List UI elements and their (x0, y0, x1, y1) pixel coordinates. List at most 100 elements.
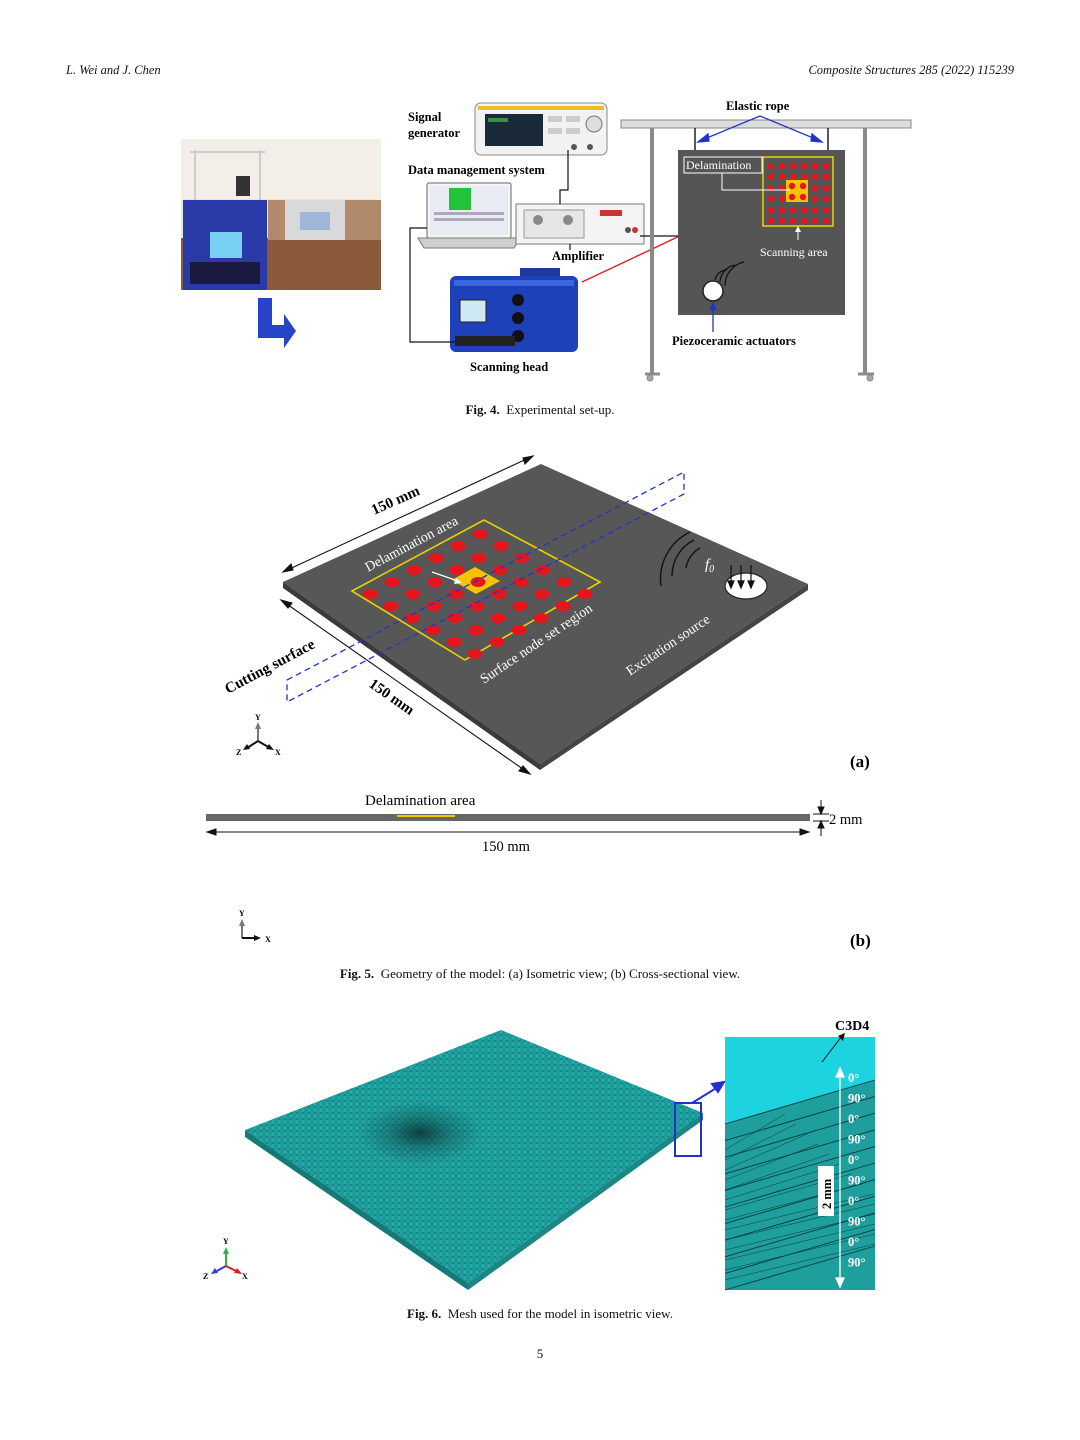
scan-point (822, 217, 830, 225)
mesh-edge (724, 1123, 797, 1161)
ply-orientation-label: 0° (848, 1194, 859, 1208)
svg-text:Z: Z (203, 1272, 208, 1281)
surface-node-dot (556, 577, 572, 587)
scan-point (822, 173, 830, 181)
scan-point (822, 195, 830, 203)
surface-node-dot (406, 565, 422, 575)
surface-node-dot (468, 625, 484, 635)
scan-point (811, 184, 819, 192)
surface-node-dot (535, 565, 551, 575)
lab-photo (181, 139, 381, 290)
ply-orientation-label: 90° (848, 1215, 866, 1229)
surface-node-dot (449, 565, 465, 575)
f0-label: f0 (705, 557, 714, 575)
surface-node-dot (471, 553, 487, 563)
mesh-edge (724, 1203, 876, 1241)
ply-boundary (724, 1129, 876, 1175)
mesh-edge (724, 1153, 830, 1191)
scan-point (800, 217, 808, 225)
delam-scan-point (788, 193, 796, 201)
surface-node-dot (493, 541, 509, 551)
support-frame (620, 119, 912, 382)
label-data-management: Data management system (408, 163, 545, 177)
scan-point (767, 173, 775, 181)
ply-orientation-label: 90° (848, 1256, 866, 1270)
scan-point (811, 195, 819, 203)
amplifier-device (515, 203, 645, 245)
scan-point (789, 173, 797, 181)
dimension-arrows (279, 455, 535, 776)
label-signal-generator-2: generator (408, 126, 461, 140)
surface-node-dot (513, 577, 529, 587)
signal-generator-device (474, 102, 608, 156)
scan-point-grid (767, 162, 830, 225)
scan-point (778, 206, 786, 214)
scan-point (778, 162, 786, 170)
cutting-surface-plane (286, 470, 685, 704)
thickness-label-box (818, 1166, 834, 1216)
surface-node-dot (534, 589, 550, 599)
surface-node-dot (555, 601, 571, 611)
scan-point (767, 217, 775, 225)
scan-point (822, 184, 830, 192)
svg-text:X: X (275, 748, 281, 757)
ply-boundary (724, 1228, 876, 1274)
label-scanning-area: Scanning area (760, 245, 828, 259)
label-piezo-actuators: Piezoceramic actuators (672, 334, 796, 348)
surface-node-dot (472, 529, 488, 539)
axis-triad-b: Y X (239, 909, 271, 944)
page-number: 5 (536, 1346, 544, 1361)
mesh-edge (724, 1133, 808, 1171)
surface-node-dot (533, 613, 549, 623)
svg-text:X: X (265, 935, 271, 944)
surface-node-dot (425, 625, 441, 635)
delam-scan-point (788, 182, 796, 190)
surface-node-dot (404, 613, 420, 623)
ply-boundary (724, 1079, 876, 1125)
scan-point (800, 206, 808, 214)
ply-boundary (724, 1195, 876, 1241)
ply-boundary (724, 1096, 876, 1142)
svg-text:Y: Y (239, 909, 245, 918)
mesh-plate (245, 1030, 703, 1290)
mesh-edge (724, 1233, 876, 1271)
ply-orientation-label: 0° (848, 1235, 859, 1249)
zoom-arrow (691, 1080, 726, 1104)
cs-dimensions (205, 800, 829, 836)
scan-point (789, 206, 797, 214)
surface-node-dot (405, 589, 421, 599)
mesh-edge (724, 1213, 876, 1251)
label-scanning-head: Scanning head (470, 360, 548, 374)
scan-point (767, 162, 775, 170)
mesh-edge (724, 1223, 876, 1261)
thickness-label: 2 mm (820, 1178, 834, 1209)
ply-orientation-label: 0° (848, 1153, 859, 1167)
surface-node-dot (514, 553, 530, 563)
ply-boundary (724, 1145, 876, 1191)
scan-point (811, 206, 819, 214)
delamination-scan-points (788, 182, 807, 201)
surface-node-dot (512, 601, 528, 611)
delamination-dot (491, 589, 507, 599)
svg-text:X: X (242, 1272, 248, 1281)
zoom-box (674, 1102, 702, 1157)
fig5-caption: Fig. 5. Geometry of the model: (a) Isome… (339, 966, 741, 981)
scan-point (767, 195, 775, 203)
delamination-dot (469, 601, 485, 611)
cs-width-label: 150 mm (482, 839, 531, 855)
delam-scan-point (799, 182, 807, 190)
scan-point (811, 162, 819, 170)
surface-node-dot (490, 613, 506, 623)
panel-b-label: (b) (850, 931, 871, 950)
scan-point (800, 162, 808, 170)
scan-point (822, 206, 830, 214)
scan-point (811, 173, 819, 181)
ply-boundary (724, 1112, 876, 1158)
surface-node-dot (577, 589, 593, 599)
cross-section-plate (206, 814, 810, 821)
ply-orientation-label: 0° (848, 1071, 859, 1085)
mesh-edge (724, 1193, 874, 1231)
surface-node-dot (446, 637, 462, 647)
